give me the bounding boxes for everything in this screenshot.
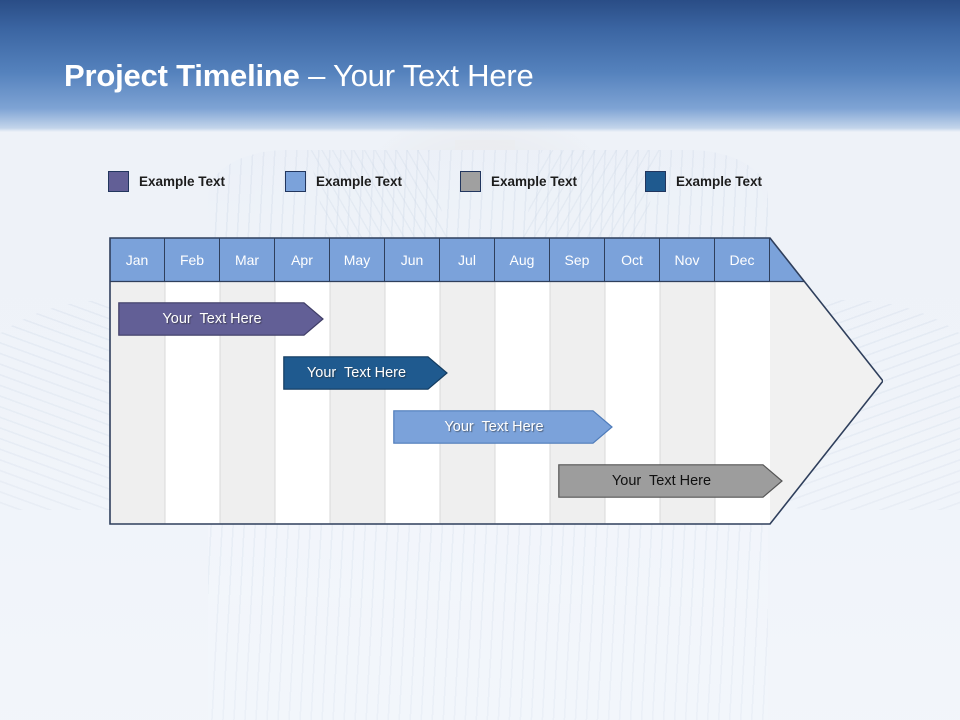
legend: Example Text Example Text Example Text Exam… <box>108 168 848 194</box>
page-title-strong: Project Timeline <box>64 58 300 93</box>
legend-label: Example Text <box>139 173 226 189</box>
task-bar-label: Your Text Here <box>611 473 712 489</box>
page-title-dash: – <box>299 58 334 93</box>
month-header-feb: Feb <box>165 238 220 282</box>
month-header-nov: Nov <box>660 238 715 282</box>
legend-label: Example Text <box>676 173 763 189</box>
task-bar-arrow-shape <box>118 302 324 336</box>
legend-swatch-icon <box>645 170 666 192</box>
legend-item-4[interactable]: Example Text <box>645 168 762 194</box>
month-header-jul: Jul <box>440 238 495 282</box>
month-column-aug <box>495 282 550 524</box>
month-header-sep: Sep <box>550 238 605 282</box>
task-bar-label: Your Text Here <box>444 419 544 435</box>
title-banner <box>0 0 960 132</box>
month-header-dec: Dec <box>715 238 770 282</box>
task-bar-4[interactable]: Your Text Here <box>558 464 783 498</box>
month-header-oct: Oct <box>605 238 660 282</box>
legend-swatch-icon <box>460 170 481 192</box>
legend-item-2[interactable]: Example Text <box>285 168 402 194</box>
task-bar-label: Your Text Here <box>162 311 262 327</box>
page-title-light: Your Text Here <box>333 58 534 93</box>
task-bar-arrow-shape <box>393 410 613 444</box>
month-header-may: May <box>330 238 385 282</box>
legend-swatch-icon <box>285 170 306 192</box>
legend-item-1[interactable]: Example Text <box>108 168 225 194</box>
month-header-apr: Apr <box>275 238 330 282</box>
month-header-jan: Jan <box>110 238 165 282</box>
month-header-aug: Aug <box>495 238 550 282</box>
legend-label: Example Text <box>491 173 578 189</box>
month-header-jun: Jun <box>385 238 440 282</box>
legend-label: Example Text <box>316 173 403 189</box>
month-column-jun <box>385 282 440 524</box>
month-column-may <box>330 282 385 524</box>
timeline-arrow-shape <box>109 237 883 525</box>
task-bar-1[interactable]: Your Text Here <box>118 302 324 336</box>
month-column-jul <box>440 282 495 524</box>
task-bar-3[interactable]: Your Text Here <box>393 410 613 444</box>
task-bar-arrow-shape <box>283 356 448 390</box>
task-bar-label: Your Text Here <box>306 365 407 381</box>
month-header-mar: Mar <box>220 238 275 282</box>
page-title: Project Timeline – Your Text Here <box>64 58 534 94</box>
task-bar-arrow-shape <box>558 464 783 498</box>
legend-item-3[interactable]: Example Text <box>460 168 577 194</box>
legend-swatch-icon <box>108 170 129 192</box>
task-bar-2[interactable]: Your Text Here <box>283 356 448 390</box>
